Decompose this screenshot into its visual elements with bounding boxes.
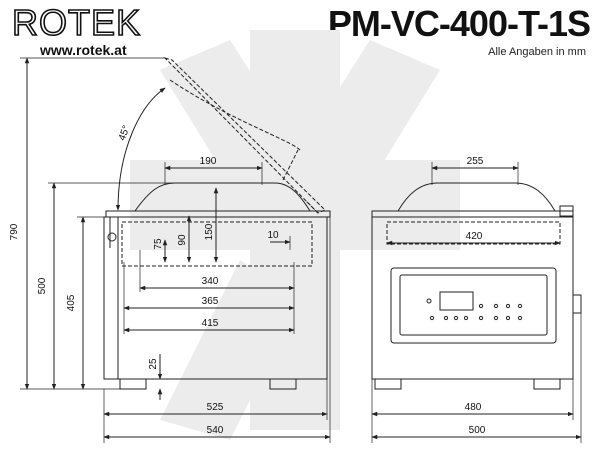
watermark-gear <box>130 30 460 440</box>
dim-150: 150 <box>204 223 215 240</box>
dim-255: 255 <box>467 156 484 167</box>
dim-190: 190 <box>200 156 217 167</box>
dim-75: 75 <box>153 238 164 250</box>
dim-10: 10 <box>267 230 279 241</box>
dim-90: 90 <box>177 234 188 246</box>
hinge-icon <box>107 232 117 242</box>
side-foot-left <box>119 378 147 390</box>
dim-365: 365 <box>202 296 219 307</box>
front-foot-left <box>374 378 402 390</box>
dim-500-height: 500 <box>37 277 48 294</box>
front-lid <box>397 182 556 212</box>
units-note: Alle Angaben in mm <box>488 46 586 58</box>
brand-url[interactable]: www.rotek.at <box>40 42 127 58</box>
brand-block: ROTEK www.rotek.at <box>11 2 182 58</box>
front-right-bracket <box>559 205 574 217</box>
dim-790: 790 <box>9 223 20 240</box>
dim-540: 540 <box>207 425 224 436</box>
display-screen <box>439 291 474 311</box>
rotek-logo: ROTEK <box>11 2 142 43</box>
dim-415: 415 <box>202 318 219 329</box>
dim-420: 420 <box>466 231 483 242</box>
front-foot-right <box>533 378 561 390</box>
dim-405: 405 <box>66 294 77 311</box>
dim-525: 525 <box>207 402 224 413</box>
dim-45-deg: 45° <box>117 124 133 142</box>
side-port <box>572 294 582 314</box>
dim-480: 480 <box>465 402 482 413</box>
side-view <box>20 56 331 443</box>
side-chamber <box>121 221 313 267</box>
power-button-icon <box>426 298 432 304</box>
control-panel <box>390 267 557 344</box>
front-view <box>371 162 582 443</box>
side-foot-right <box>269 378 297 390</box>
dim-340: 340 <box>202 276 219 287</box>
model-title: PM-VC-400-T-1S <box>327 3 591 44</box>
front-chamber <box>386 221 561 245</box>
dim-25: 25 <box>148 358 159 370</box>
dim-500-width: 500 <box>469 425 486 436</box>
